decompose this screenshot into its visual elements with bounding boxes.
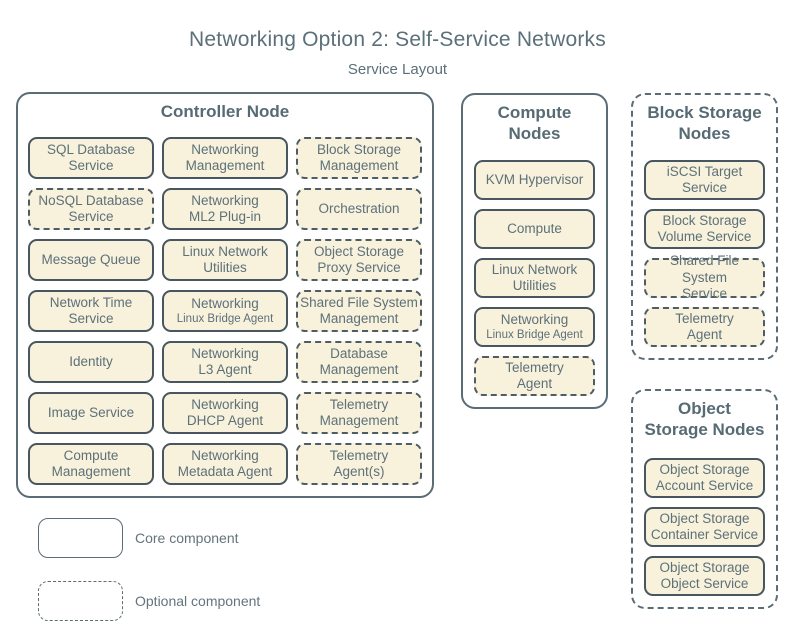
service-label: Shared File System Management bbox=[300, 294, 418, 326]
service-sublabel: Linux Bridge Agent bbox=[486, 328, 583, 341]
compute-nodes-group: Compute Nodes KVM Hypervisor Compute Lin… bbox=[461, 93, 608, 409]
service-shared-file-system-service: Shared File System Service bbox=[644, 253, 765, 301]
service-networking-management: Networking Management bbox=[162, 137, 288, 179]
service-sql-database-service: SQL Database Service bbox=[28, 137, 154, 179]
core-component-label: Core component bbox=[135, 530, 239, 546]
legend-core-row: Core component bbox=[38, 518, 239, 558]
compute-nodes-title: Compute Nodes bbox=[497, 103, 572, 143]
service-label: Block Storage Management bbox=[316, 141, 402, 173]
service-iscsi-target-service: iSCSI Target Service bbox=[644, 160, 765, 200]
service-label: Compute Management bbox=[51, 447, 131, 479]
service-label: Network Time Service bbox=[49, 294, 133, 326]
page-title: Networking Option 2: Self-Service Networ… bbox=[189, 28, 606, 51]
object-storage-services-stack: Object Storage Account Service Object St… bbox=[644, 458, 765, 596]
service-object-storage-object-service: Object Storage Object Service bbox=[644, 556, 765, 596]
block-storage-nodes-group: Block Storage Nodes iSCSI Target Service… bbox=[631, 93, 778, 360]
legend-optional-row: Optional component bbox=[38, 580, 260, 622]
object-storage-nodes-group: Object Storage Nodes Object Storage Acco… bbox=[631, 389, 778, 609]
service-telemetry-agent: Telemetry Agent bbox=[474, 356, 595, 396]
service-compute: Compute bbox=[474, 209, 595, 249]
service-label: Database Management bbox=[319, 345, 399, 377]
controller-services-grid: SQL Database Service Networking Manageme… bbox=[28, 137, 422, 485]
service-label: iSCSI Target Service bbox=[666, 163, 743, 195]
service-label: Networking bbox=[500, 312, 569, 328]
service-object-storage-proxy-service: Object Storage Proxy Service bbox=[296, 239, 422, 281]
service-label: NoSQL Database Service bbox=[38, 192, 144, 224]
service-database-management: Database Management bbox=[296, 341, 422, 383]
service-networking-dhcp-agent: Networking DHCP Agent bbox=[162, 392, 288, 434]
service-identity: Identity bbox=[28, 341, 154, 383]
block-storage-nodes-title: Block Storage Nodes bbox=[647, 103, 762, 143]
service-label: Telemetry Agent(s) bbox=[329, 447, 389, 479]
service-label: Networking bbox=[191, 296, 259, 312]
service-sublabel: Linux Bridge Agent bbox=[176, 312, 274, 325]
controller-node-group: Controller Node SQL Database Service Net… bbox=[16, 92, 434, 498]
service-label: Compute bbox=[507, 220, 562, 236]
service-label: Telemetry Agent bbox=[505, 359, 564, 391]
service-label: Telemetry Agent bbox=[675, 310, 734, 342]
service-network-time-service: Network Time Service bbox=[28, 290, 154, 332]
controller-node-title: Controller Node bbox=[160, 102, 290, 121]
service-label: Orchestration bbox=[318, 200, 400, 216]
page-subtitle: Service Layout bbox=[347, 61, 448, 78]
service-object-storage-account-service: Object Storage Account Service bbox=[644, 458, 765, 498]
service-telemetry-agents: Telemetry Agent(s) bbox=[296, 443, 422, 485]
core-component-swatch bbox=[38, 518, 123, 558]
service-block-storage-volume-service: Block Storage Volume Service bbox=[644, 209, 765, 249]
service-networking-l3-agent: Networking L3 Agent bbox=[162, 341, 288, 383]
service-label: Block Storage Volume Service bbox=[657, 212, 752, 244]
service-nosql-database-service: NoSQL Database Service bbox=[28, 188, 154, 230]
service-telemetry-agent: Telemetry Agent bbox=[644, 307, 765, 347]
block-storage-services-stack: iSCSI Target Service Block Storage Volum… bbox=[644, 160, 765, 347]
service-message-queue: Message Queue bbox=[28, 239, 154, 281]
service-label: Linux Network Utilities bbox=[491, 261, 578, 293]
compute-services-stack: KVM Hypervisor Compute Linux Network Uti… bbox=[474, 160, 595, 396]
service-label: Object Storage Account Service bbox=[655, 461, 754, 493]
service-label: Telemetry Management bbox=[319, 396, 399, 428]
service-networking-ml2-plugin: Networking ML2 Plug-in bbox=[162, 188, 288, 230]
service-label: Networking Metadata Agent bbox=[177, 447, 273, 479]
service-label: Object Storage Container Service bbox=[650, 510, 759, 542]
service-label: Shared File System Service bbox=[669, 253, 740, 302]
service-label: Networking Management bbox=[185, 141, 265, 173]
service-label: SQL Database Service bbox=[46, 141, 136, 173]
service-telemetry-management: Telemetry Management bbox=[296, 392, 422, 434]
service-label: Message Queue bbox=[41, 251, 141, 267]
service-label: Object Storage Proxy Service bbox=[313, 243, 405, 275]
service-object-storage-container-service: Object Storage Container Service bbox=[644, 507, 765, 547]
service-label: Linux Network Utilities bbox=[182, 243, 268, 275]
service-networking-metadata-agent: Networking Metadata Agent bbox=[162, 443, 288, 485]
service-label: Networking DHCP Agent bbox=[186, 396, 264, 428]
service-label: Image Service bbox=[47, 404, 135, 420]
service-label: Networking L3 Agent bbox=[191, 345, 259, 377]
service-compute-management: Compute Management bbox=[28, 443, 154, 485]
service-image-service: Image Service bbox=[28, 392, 154, 434]
service-block-storage-management: Block Storage Management bbox=[296, 137, 422, 179]
optional-component-swatch bbox=[38, 581, 123, 621]
service-kvm-hypervisor: KVM Hypervisor bbox=[474, 160, 595, 200]
service-label: Identity bbox=[69, 353, 113, 369]
service-label: Networking ML2 Plug-in bbox=[188, 192, 262, 224]
service-orchestration: Orchestration bbox=[296, 188, 422, 230]
service-label: Object Storage Object Service bbox=[659, 559, 750, 591]
optional-component-label: Optional component bbox=[135, 593, 261, 609]
service-linux-network-utilities: Linux Network Utilities bbox=[474, 258, 595, 298]
service-label: KVM Hypervisor bbox=[485, 171, 584, 187]
service-shared-file-system-management: Shared File System Management bbox=[296, 290, 422, 332]
service-linux-network-utilities: Linux Network Utilities bbox=[162, 239, 288, 281]
object-storage-nodes-title: Object Storage Nodes bbox=[644, 399, 765, 439]
